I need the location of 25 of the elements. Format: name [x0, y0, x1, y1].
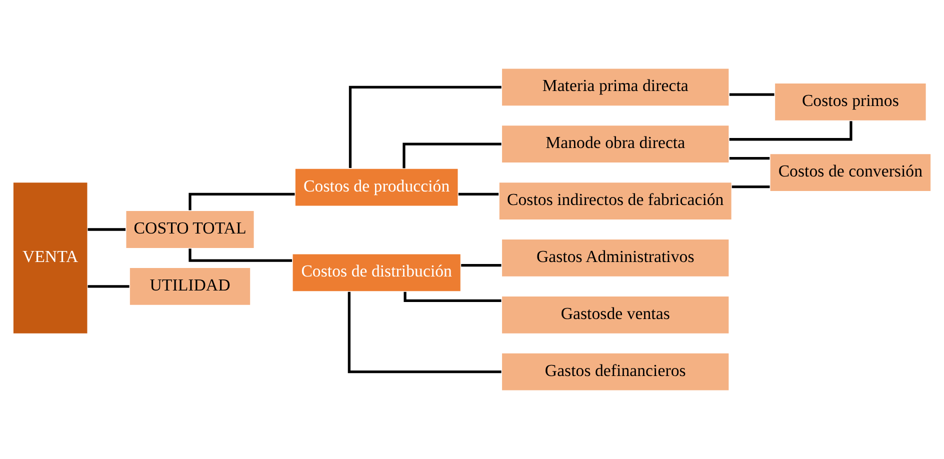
node-box: Gastosde ventas [500, 295, 730, 334]
connector [88, 285, 130, 288]
node-box: Costos de producción [294, 168, 459, 207]
node-box: Costos primos [774, 82, 927, 122]
node-box: COSTO TOTAL [125, 210, 255, 249]
node-box: Gastos Administrativos [500, 238, 730, 278]
connector [732, 185, 770, 188]
connector [458, 192, 499, 196]
connector [404, 292, 502, 302]
node-box: Costos de conversión [769, 153, 932, 192]
node-box: Gastos definancieros [500, 352, 730, 392]
node-box: Costos de distribución [292, 253, 462, 292]
connector [729, 157, 770, 160]
connector [402, 142, 502, 168]
node-box: UTILIDAD [128, 266, 252, 306]
connector [348, 86, 502, 168]
node-box: Costos indirectos de fabricación [498, 182, 732, 221]
connector [461, 264, 502, 267]
node-box: Materia prima directa [500, 68, 730, 107]
node-box: VENTA [12, 182, 88, 334]
connector [729, 93, 774, 96]
connector [188, 248, 292, 262]
connector [348, 292, 502, 374]
node-box: Manode obra directa [500, 124, 730, 164]
connector [88, 228, 126, 231]
